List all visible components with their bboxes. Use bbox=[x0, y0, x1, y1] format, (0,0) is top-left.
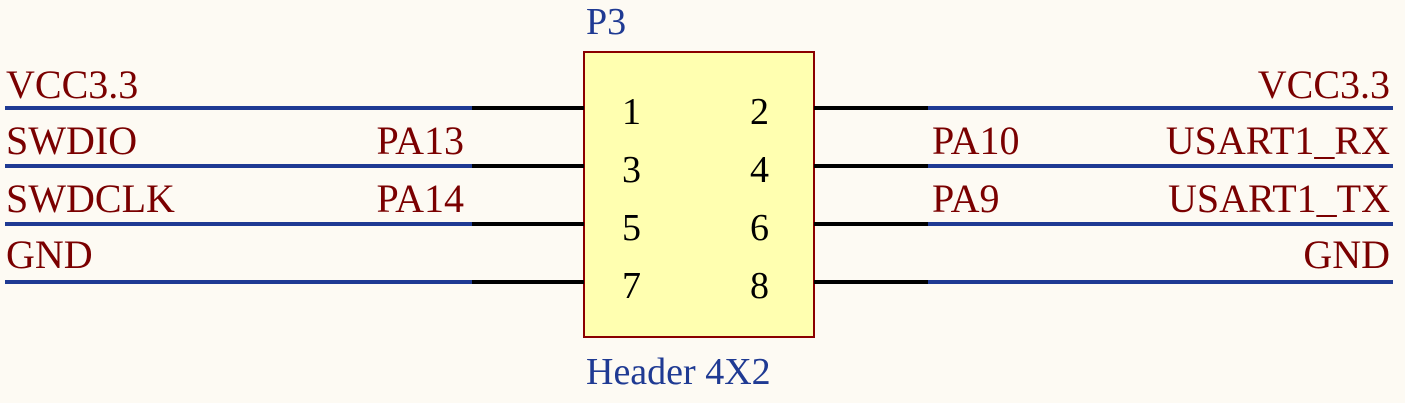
net-label-left-5: SWDCLK bbox=[6, 176, 175, 221]
left-connection-3[interactable]: SWDIO PA13 3 bbox=[5, 118, 641, 191]
right-connection-8[interactable]: GND 8 bbox=[750, 232, 1393, 307]
header-body[interactable] bbox=[583, 51, 815, 338]
net-label-left-7: GND bbox=[6, 232, 93, 277]
net-label-left-3: SWDIO bbox=[6, 118, 137, 163]
net-label-right-6: USART1_TX bbox=[1168, 176, 1390, 221]
net-label-left-1: VCC3.3 bbox=[6, 62, 138, 107]
left-connection-5[interactable]: SWDCLK PA14 5 bbox=[5, 176, 641, 249]
left-connection-7[interactable]: GND 7 bbox=[5, 232, 641, 307]
port-label-right-6: PA9 bbox=[932, 176, 999, 221]
left-connection-1[interactable]: VCC3.3 1 bbox=[5, 62, 641, 133]
pin-number-1: 1 bbox=[622, 91, 641, 133]
designator-label: P3 bbox=[586, 1, 626, 43]
net-label-right-4: USART1_RX bbox=[1166, 118, 1390, 163]
pin-number-3: 3 bbox=[622, 149, 641, 191]
port-label-left-5: PA14 bbox=[377, 176, 464, 221]
net-label-right-8: GND bbox=[1303, 232, 1390, 277]
port-label-right-4: PA10 bbox=[932, 118, 1019, 163]
pin-number-2: 2 bbox=[750, 91, 769, 133]
component-comment: Header 4X2 bbox=[586, 351, 771, 393]
pin-number-4: 4 bbox=[750, 149, 769, 191]
port-label-left-3: PA13 bbox=[377, 118, 464, 163]
right-connection-6[interactable]: USART1_TX PA9 6 bbox=[750, 176, 1393, 249]
pin-number-6: 6 bbox=[750, 207, 769, 249]
pin-number-7: 7 bbox=[622, 265, 641, 307]
right-connection-2[interactable]: VCC3.3 2 bbox=[750, 62, 1393, 133]
pin-number-8: 8 bbox=[750, 265, 769, 307]
right-connection-4[interactable]: USART1_RX PA10 4 bbox=[750, 118, 1393, 191]
pin-number-5: 5 bbox=[622, 207, 641, 249]
net-label-right-2: VCC3.3 bbox=[1258, 62, 1390, 107]
